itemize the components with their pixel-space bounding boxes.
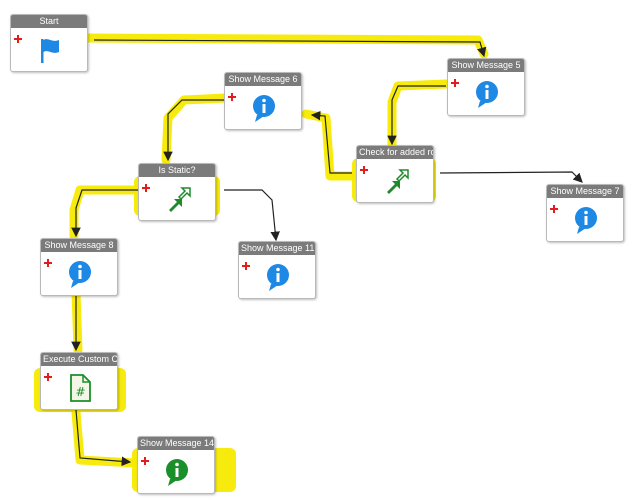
add-icon[interactable] [44,368,52,381]
add-icon[interactable] [360,161,368,174]
node-title: Show Message 11 [239,242,315,255]
workflow-node-check[interactable]: Check for added ro [356,145,434,203]
connector-line [75,409,132,467]
info-icon [67,259,93,289]
info-icon [474,79,500,109]
add-icon[interactable] [242,257,250,270]
flag-icon [37,35,63,65]
connector-line [387,85,446,146]
connector-line [224,189,280,242]
node-title: Show Message 5 [448,59,524,72]
node-title: Show Message 6 [225,73,301,86]
add-icon[interactable] [14,30,22,43]
add-icon[interactable] [141,452,149,465]
connectors [71,39,583,467]
branch-arrow-icon [165,184,191,214]
info-icon [251,93,277,123]
workflow-node-custom[interactable]: Execute Custom Co # [40,352,118,410]
node-title: Execute Custom Co [41,353,117,366]
connector-line [163,99,224,162]
node-title: Show Message 14 [138,437,214,450]
workflow-node-msg8[interactable]: Show Message 8 [40,238,118,296]
node-title: Is Static? [139,164,215,177]
workflow-node-msg11[interactable]: Show Message 11 [238,241,316,299]
workflow-node-msg5[interactable]: Show Message 5 [447,58,525,116]
info-icon [573,205,599,235]
highlight-stroke [71,407,141,468]
highlight-stroke [161,93,231,165]
node-title: Start [11,15,87,28]
add-icon[interactable] [142,179,150,192]
branch-arrow-icon [383,166,409,196]
workflow-node-msg14[interactable]: Show Message 14 [137,436,215,494]
connector-line [310,110,352,174]
add-icon[interactable] [228,88,236,101]
highlight-stroke [387,79,451,151]
workflow-node-msg6[interactable]: Show Message 6 [224,72,302,130]
svg-text:#: # [75,385,85,399]
script-file-icon: # [67,373,93,403]
workflow-node-start[interactable]: Start [10,14,88,72]
node-title: Check for added ro [357,146,433,159]
node-title: Show Message 7 [547,185,623,198]
workflow-node-msg7[interactable]: Show Message 7 [546,184,624,242]
connector-line [439,171,583,183]
workflow-node-static[interactable]: Is Static? [138,163,216,221]
add-icon[interactable] [550,200,558,213]
add-icon[interactable] [451,74,459,87]
add-icon[interactable] [44,254,52,267]
connector-line [93,39,487,58]
highlight-stroke [69,185,143,241]
node-title: Show Message 8 [41,239,117,252]
info-icon-green [164,457,190,487]
info-icon [265,262,291,292]
connector-line [71,189,138,238]
